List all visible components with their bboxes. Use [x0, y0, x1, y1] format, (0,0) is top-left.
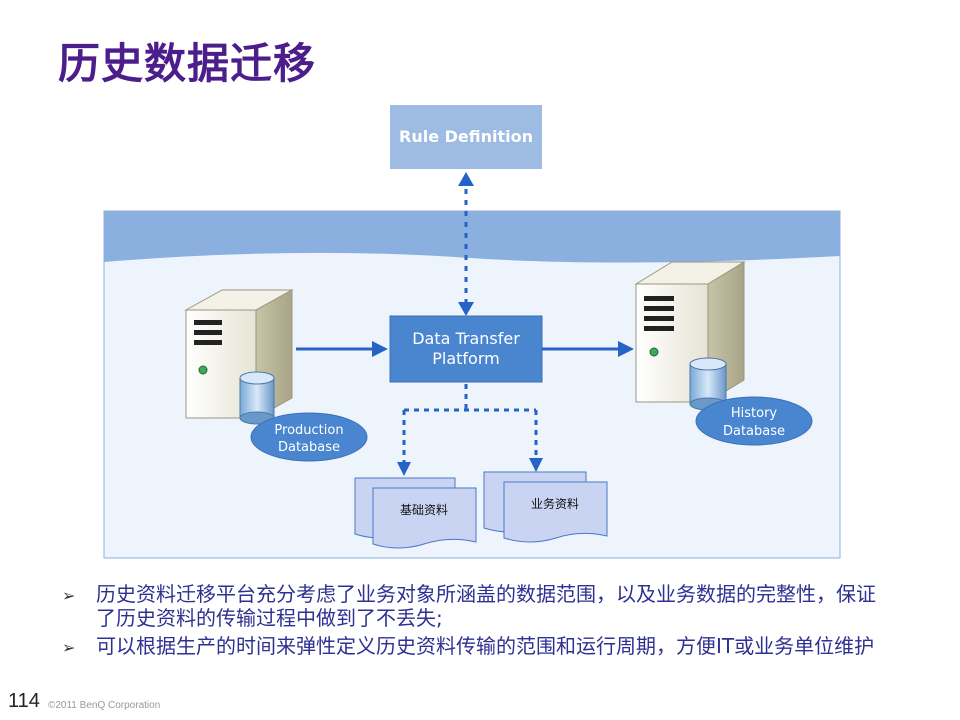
rule-definition-label: Rule Definition: [399, 127, 533, 146]
rule-platform-arrow: [458, 172, 474, 316]
svg-text:Database: Database: [278, 440, 340, 455]
business-data-label: 业务资料: [531, 496, 579, 511]
basic-data-document-icon: 基础资料: [354, 477, 477, 549]
basic-data-label: 基础资料: [400, 503, 448, 517]
production-database-label: Production Database: [250, 412, 368, 462]
production-server-icon: [184, 289, 294, 425]
copyright: ©2011 BenQ Corporation: [48, 700, 161, 711]
production-to-platform-arrow: [296, 341, 388, 357]
arrow-bullet-icon: ➢: [62, 638, 76, 657]
svg-text:History: History: [731, 406, 778, 421]
platform-to-history-arrow: [542, 341, 634, 357]
platform-label-line1: Data Transfer: [412, 329, 520, 348]
platform-label-line2: Platform: [432, 349, 499, 368]
platform-to-documents-arrows: [397, 384, 543, 476]
svg-text:Database: Database: [723, 424, 785, 439]
history-server-icon: [634, 261, 746, 411]
arrow-bullet-icon: ➢: [62, 586, 76, 605]
history-database-label: History Database: [695, 396, 813, 446]
page-title: 历史数据迁移: [58, 39, 317, 88]
bullet-item: ➢ 可以根据生产的时间来弹性定义历史资料传输的范围和运行周期，方便IT或业务单位…: [62, 634, 882, 660]
business-data-document-icon: 业务资料: [483, 471, 608, 543]
svg-text:Production: Production: [274, 423, 343, 438]
data-transfer-platform-box: Data Transfer Platform: [389, 315, 543, 383]
production-cylinder: [239, 371, 275, 425]
rule-definition-box: Rule Definition: [390, 105, 542, 169]
bullet-text: 可以根据生产的时间来弹性定义历史资料传输的范围和运行周期，方便IT或业务单位维护: [96, 634, 875, 658]
page-number: 114: [8, 690, 40, 712]
bullet-item: ➢ 历史资料迁移平台充分考虑了业务对象所涵盖的数据范围，以及业务数据的完整性，保…: [62, 582, 882, 630]
history-cylinder: [689, 357, 727, 411]
bullet-list: ➢ 历史资料迁移平台充分考虑了业务对象所涵盖的数据范围，以及业务数据的完整性，保…: [62, 582, 882, 664]
data-migration-diagram: Rule Definition Data Transfer Platform: [103, 105, 841, 559]
bullet-text: 历史资料迁移平台充分考虑了业务对象所涵盖的数据范围，以及业务数据的完整性，保证了…: [96, 582, 876, 630]
